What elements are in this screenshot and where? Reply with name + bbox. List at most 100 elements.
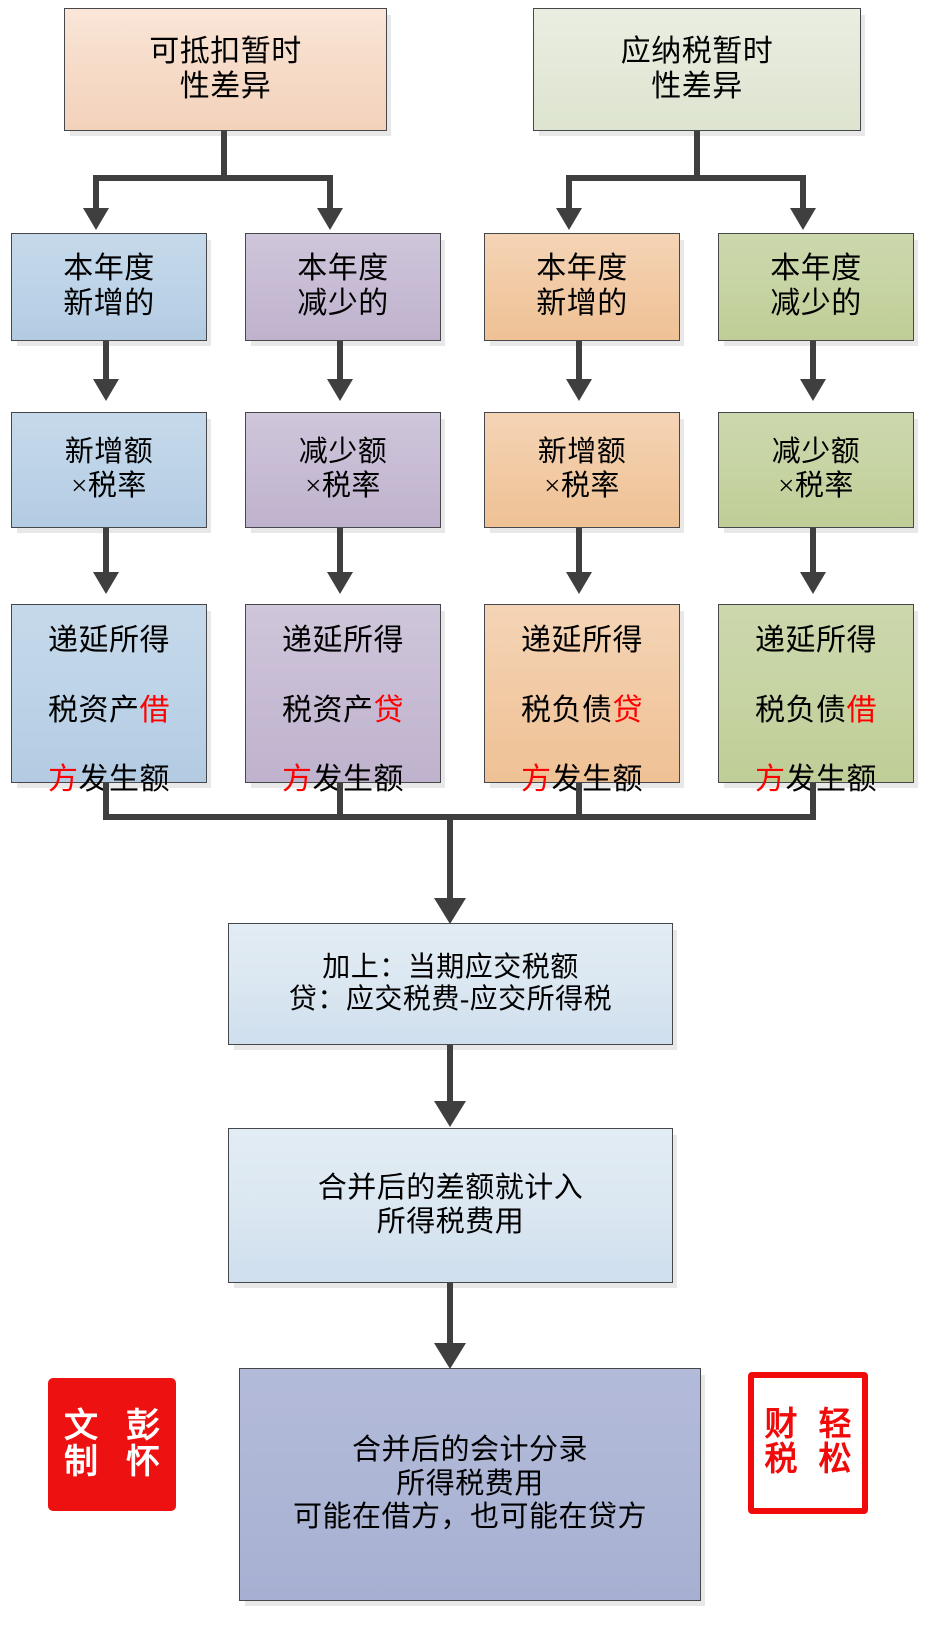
node-taxable-temp-diff[interactable]: 应纳税暂时 性差异 xyxy=(533,8,861,131)
arrowhead-row4-3 xyxy=(566,572,592,594)
connector-drop-left-a xyxy=(93,175,99,212)
node-dtl-debit[interactable]: 递延所得 税负债借 方发生额 xyxy=(718,604,914,796)
node-label: 加上：当期应交税额 贷：应交税费-应交所得税 xyxy=(288,951,613,1015)
connector-merge-bus xyxy=(103,814,816,820)
seal-glyph: 松 xyxy=(818,1442,852,1478)
connector-merge-stub-2 xyxy=(337,783,343,819)
connector-row3-row4-1 xyxy=(103,528,109,576)
node-label: 本年度 新增的 xyxy=(63,252,155,320)
connector-row3-row4-3 xyxy=(576,528,582,576)
line-2-red: 借 xyxy=(139,693,170,727)
connector-row2-row3-1 xyxy=(103,341,109,383)
node-dta-credit[interactable]: 递延所得 税资产贷 方发生额 xyxy=(245,604,441,796)
connector-drop-right-b xyxy=(800,175,806,212)
line-3-black: 发生额 xyxy=(551,763,643,797)
node-year-decrease-taxable[interactable]: 本年度 减少的 xyxy=(718,233,914,341)
node-label: 减少额 ×税率 xyxy=(298,436,388,502)
connector-row2-row3-3 xyxy=(576,341,582,383)
arrowhead-row3-3 xyxy=(566,379,592,401)
line-3-black: 发生额 xyxy=(78,763,170,797)
arrowhead-to-add-current-tax xyxy=(434,898,466,924)
line-2-black: 税负债 xyxy=(755,693,847,727)
line-3-red: 方 xyxy=(282,763,313,797)
line-1: 递延所得 xyxy=(755,623,877,657)
arrowhead-to-row2-3 xyxy=(556,208,582,230)
node-label: 新增额 ×税率 xyxy=(537,436,627,502)
node-dta-debit[interactable]: 递延所得 税资产借 方发生额 xyxy=(11,604,207,796)
node-multiline-label: 递延所得 税负债贷 方发生额 xyxy=(485,589,679,798)
node-label: 合并后的差额就计入 所得税费用 xyxy=(317,1171,584,1238)
seal-cai-qing-shui-song: 财 轻 税 松 xyxy=(748,1372,868,1514)
connector-merge-stub-1 xyxy=(103,783,109,819)
connector-vertical-from-taxable xyxy=(694,131,700,180)
node-increase-amount-rate-2[interactable]: 新增额 ×税率 xyxy=(484,412,680,528)
connector-row3-row4-2 xyxy=(337,528,343,576)
connector-row3-row4-4 xyxy=(810,528,816,576)
line-2-red: 贷 xyxy=(612,693,643,727)
node-year-decrease-deductible[interactable]: 本年度 减少的 xyxy=(245,233,441,341)
arrowhead-row3-1 xyxy=(93,379,119,401)
node-label: 合并后的会计分录 所得税费用 可能在借方，也可能在贷方 xyxy=(292,1434,647,1534)
node-year-increase-taxable[interactable]: 本年度 新增的 xyxy=(484,233,680,341)
node-final-combined-journal-entry[interactable]: 合并后的会计分录 所得税费用 可能在借方，也可能在贷方 xyxy=(239,1368,701,1601)
arrowhead-to-final-entry xyxy=(434,1343,466,1369)
seal-wen-peng-zhi-huai: 文 彭 制 怀 xyxy=(48,1378,176,1511)
seal-glyph: 轻 xyxy=(818,1407,852,1444)
line-1: 递延所得 xyxy=(48,623,170,657)
connector-merge-stub-3 xyxy=(576,783,582,819)
node-deductible-temp-diff[interactable]: 可抵扣暂时 性差异 xyxy=(64,8,387,131)
seal-glyph: 文 xyxy=(64,1407,98,1445)
arrowhead-to-difference xyxy=(434,1101,466,1127)
seal-glyph: 怀 xyxy=(126,1443,160,1481)
line-3-red: 方 xyxy=(48,763,79,797)
connector-horizontal-left-branch xyxy=(93,175,333,181)
seal-glyph: 彭 xyxy=(126,1407,160,1445)
connector-add-to-difference xyxy=(447,1045,453,1107)
connector-difference-to-final xyxy=(447,1283,453,1348)
line-3-red: 方 xyxy=(755,763,786,797)
line-3-red: 方 xyxy=(521,763,552,797)
node-year-increase-deductible[interactable]: 本年度 新增的 xyxy=(11,233,207,341)
seal-glyph: 税 xyxy=(764,1442,798,1478)
arrowhead-row4-1 xyxy=(93,572,119,594)
connector-horizontal-right-branch xyxy=(566,175,806,181)
node-decrease-amount-rate-1[interactable]: 减少额 ×税率 xyxy=(245,412,441,528)
connector-drop-right-a xyxy=(566,175,572,212)
line-3-black: 发生额 xyxy=(312,763,404,797)
line-2-red: 借 xyxy=(846,693,877,727)
line-2-black: 税资产 xyxy=(282,693,374,727)
node-difference-to-income-tax-expense[interactable]: 合并后的差额就计入 所得税费用 xyxy=(228,1128,673,1283)
connector-merge-stub-4 xyxy=(810,783,816,819)
node-label: 本年度 减少的 xyxy=(770,252,862,320)
connector-row2-row3-2 xyxy=(337,341,343,383)
arrowhead-to-row2-1 xyxy=(83,208,109,230)
line-3-black: 发生额 xyxy=(785,763,877,797)
arrowhead-to-row2-4 xyxy=(790,208,816,230)
line-2-black: 税资产 xyxy=(48,693,140,727)
connector-drop-left-b xyxy=(327,175,333,212)
node-add-current-tax-payable[interactable]: 加上：当期应交税额 贷：应交税费-应交所得税 xyxy=(228,923,673,1045)
node-multiline-label: 递延所得 税负债借 方发生额 xyxy=(719,589,913,798)
node-label: 本年度 减少的 xyxy=(297,252,389,320)
connector-vertical-from-deductible xyxy=(221,131,227,180)
line-2-red: 贷 xyxy=(373,693,404,727)
node-decrease-amount-rate-2[interactable]: 减少额 ×税率 xyxy=(718,412,914,528)
node-multiline-label: 递延所得 税资产贷 方发生额 xyxy=(246,589,440,798)
node-label: 可抵扣暂时 性差异 xyxy=(149,34,302,103)
node-multiline-label: 递延所得 税资产借 方发生额 xyxy=(12,589,206,798)
node-label: 应纳税暂时 性差异 xyxy=(620,34,774,103)
seal-glyph: 制 xyxy=(64,1443,98,1481)
seal-glyph: 财 xyxy=(764,1407,798,1444)
node-dtl-credit[interactable]: 递延所得 税负债贷 方发生额 xyxy=(484,604,680,796)
node-increase-amount-rate-1[interactable]: 新增额 ×税率 xyxy=(11,412,207,528)
line-2-black: 税负债 xyxy=(521,693,613,727)
arrowhead-row4-2 xyxy=(327,572,353,594)
connector-row2-row3-4 xyxy=(810,341,816,383)
node-label: 新增额 ×税率 xyxy=(64,436,154,502)
line-1: 递延所得 xyxy=(521,623,643,657)
line-1: 递延所得 xyxy=(282,623,404,657)
node-label: 本年度 新增的 xyxy=(536,252,628,320)
arrowhead-row3-4 xyxy=(800,379,826,401)
arrowhead-row3-2 xyxy=(327,379,353,401)
